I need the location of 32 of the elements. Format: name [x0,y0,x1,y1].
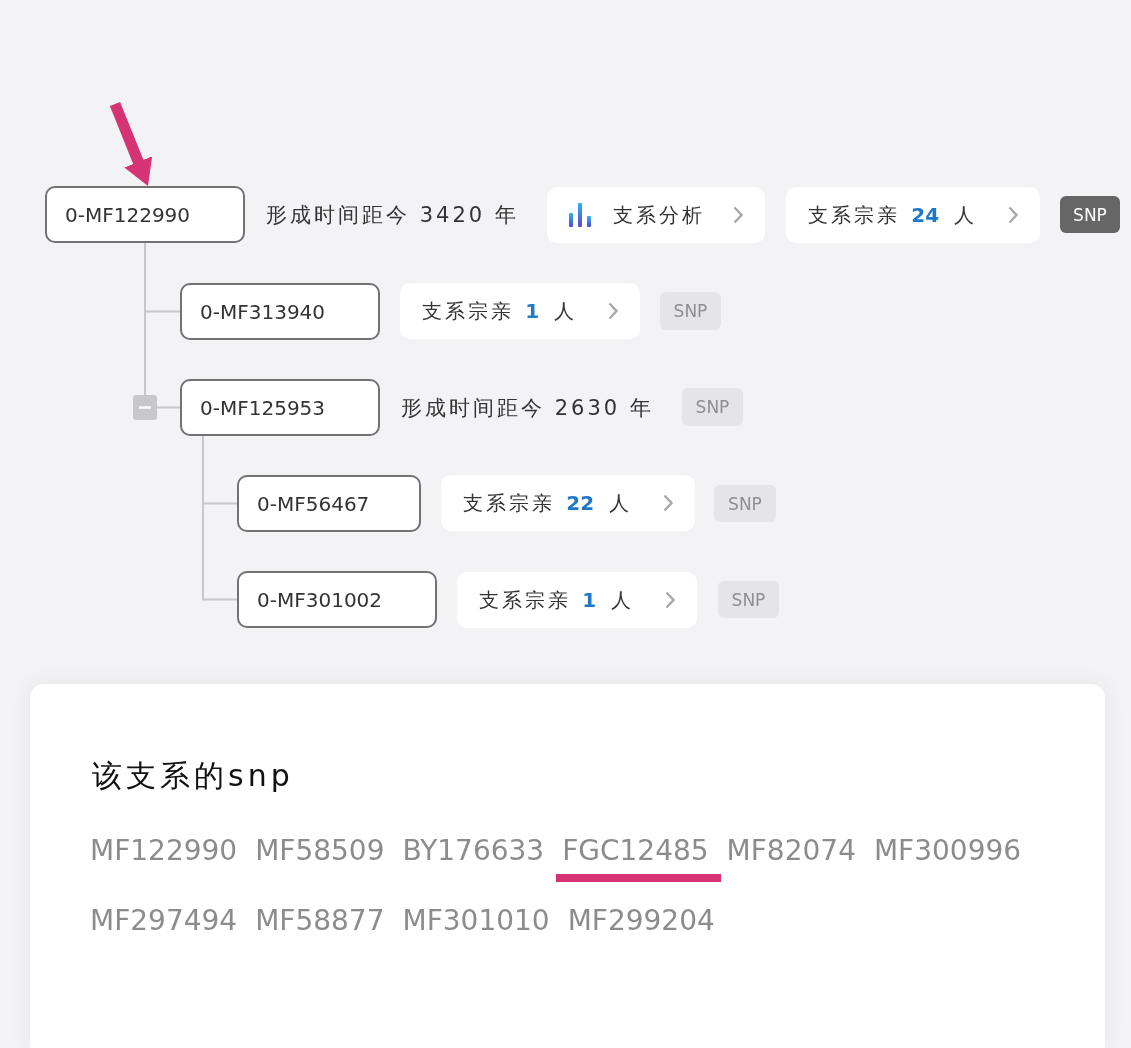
formation-age-text: 形成时间距今 2630 年 [401,394,654,422]
snp-button: SNP [718,581,779,618]
card-title: 该支系的snp [92,757,294,795]
relatives-count-button: 支系宗亲 1 人 [400,283,640,339]
snp-id-text: MF58877 [255,903,385,939]
snp-id-text: FGC12485 [562,833,709,869]
snp-button: SNP [1060,196,1120,233]
branch-node: 0-MF56467 [237,475,421,532]
tree-connector-line [202,435,238,601]
snp-id-text: MF122990 [90,833,238,869]
formation-age-text: 形成时间距今 3420 年 [266,201,519,229]
lineage-analysis-button: 支系分析 [547,187,765,243]
snp-id-text: BY176633 [402,833,545,869]
branch-node: 0-MF125953 [180,379,380,436]
snp-id-text: MF297494 [90,903,238,939]
branch-node: 0-MF301002 [237,571,437,628]
relatives-count-button: 支系宗亲 24 人 [786,187,1040,243]
snp-id-text: MF82074 [726,833,856,869]
snp-id-text: MF299204 [567,903,715,939]
snp-id-text: MF300996 [873,833,1022,869]
snp-button: SNP [714,485,776,522]
relatives-count-button: 支系宗亲 1 人 [457,572,697,628]
snp-button: SNP [660,292,721,330]
snp-card [30,684,1105,1048]
snp-id-text: MF301010 [402,903,550,939]
snp-id-text: MF58509 [255,833,385,869]
snp-button: SNP [682,388,743,426]
branch-node: 0-MF122990 [45,186,245,243]
relatives-count-button: 支系宗亲 22 人 [441,475,695,531]
tree-connector-line [144,242,181,409]
branch-node: 0-MF313940 [180,283,380,340]
pointer-arrow [109,101,153,186]
